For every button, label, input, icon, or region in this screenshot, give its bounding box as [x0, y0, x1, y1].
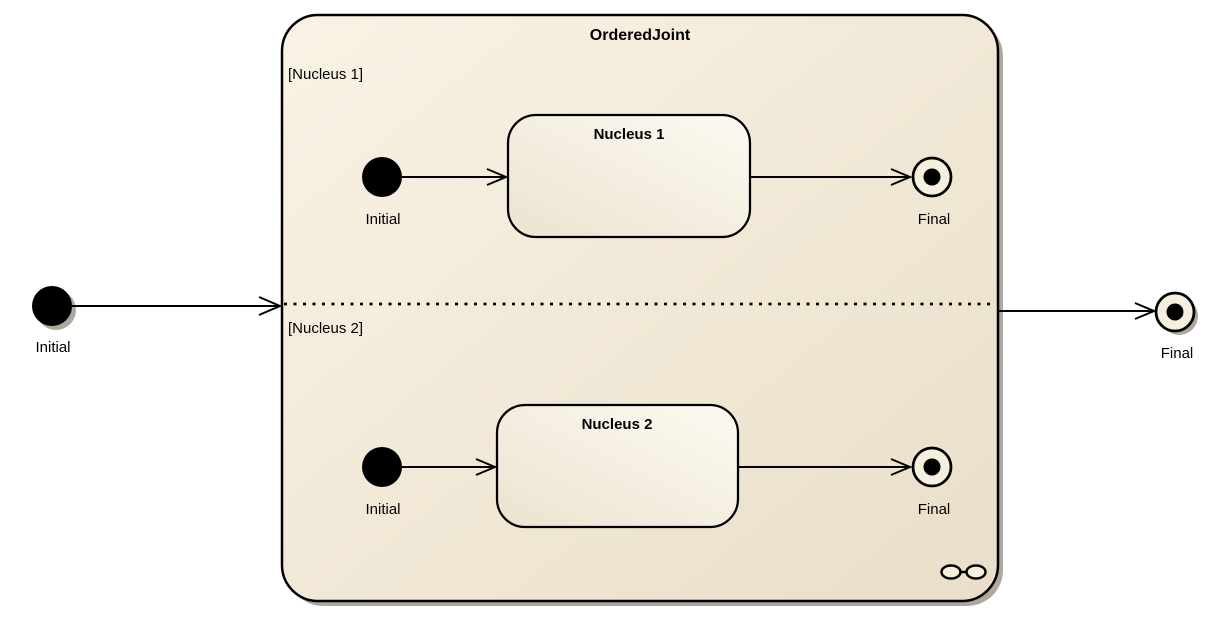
region1-initial-node[interactable]: Initial: [362, 157, 402, 228]
composite-state-title: OrderedJoint: [590, 27, 691, 44]
outer-initial-node[interactable]: Initial: [32, 286, 72, 356]
transition-region1-initial-to-state[interactable]: [402, 168, 509, 186]
outer-final-node[interactable]: Final: [1154, 291, 1196, 362]
composite-state-orderedjoint[interactable]: [280, 13, 1000, 603]
region2-final-node[interactable]: Final: [911, 446, 953, 518]
arrowhead-icon: [890, 458, 913, 476]
arrowhead-icon: [890, 168, 913, 186]
transition-region1-state-to-final[interactable]: [750, 168, 913, 186]
arrowhead-icon: [258, 296, 283, 316]
transition-composite-to-outer-final[interactable]: [999, 302, 1157, 320]
region1-initial-circle[interactable]: [362, 157, 402, 197]
state-nucleus2-title: Nucleus 2: [582, 416, 653, 433]
region1-initial-label: Initial: [365, 211, 400, 228]
region2-initial-node[interactable]: Initial: [362, 447, 402, 518]
region1-final-node[interactable]: Final: [911, 156, 953, 228]
eyeglasses-left-lens: [940, 564, 962, 580]
outer-final-label: Final: [1161, 345, 1194, 362]
transition-region2-state-to-final[interactable]: [738, 458, 913, 476]
eyeglasses-icon: [940, 564, 987, 580]
region2-initial-circle[interactable]: [362, 447, 402, 487]
transition-outer-initial-to-composite[interactable]: [72, 296, 283, 316]
outer-initial-label: Initial: [35, 339, 70, 356]
region2-final-inner-dot: [923, 458, 941, 476]
region2-initial-label: Initial: [365, 501, 400, 518]
transition-region2-initial-to-state[interactable]: [402, 458, 498, 476]
region1-final-label: Final: [918, 211, 951, 228]
outer-final-inner-dot: [1166, 303, 1184, 321]
region-nucleus-1: Initial Nucleus 1 Final: [362, 113, 953, 239]
state-nucleus-2[interactable]: Nucleus 2: [495, 403, 740, 529]
region1-final-inner-dot: [923, 168, 941, 186]
arrowhead-icon: [475, 458, 498, 476]
region2-label: [Nucleus 2]: [288, 320, 363, 337]
eyeglasses-right-lens: [965, 564, 987, 580]
arrowhead-icon: [1134, 302, 1157, 320]
region1-label: [Nucleus 1]: [288, 66, 363, 83]
outer-initial-circle[interactable]: [32, 286, 72, 326]
state-nucleus-1[interactable]: Nucleus 1: [506, 113, 752, 239]
region-nucleus-2: Initial Nucleus 2 Final: [362, 403, 953, 529]
state-nucleus1-title: Nucleus 1: [594, 126, 665, 143]
region2-final-label: Final: [918, 501, 951, 518]
arrowhead-icon: [486, 168, 509, 186]
